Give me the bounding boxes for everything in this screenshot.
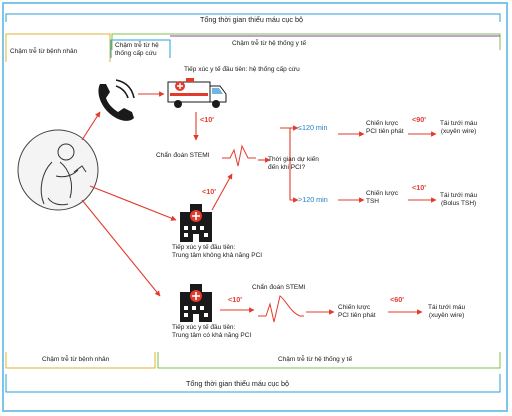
ems-contact-label: Tiếp xúc y tế đầu tiên: hệ thống cấp cứu <box>184 66 300 73</box>
patient-figure <box>17 129 99 211</box>
phone-icon <box>98 79 135 121</box>
hospital-no-pci-icon <box>180 204 212 242</box>
hospital-pci-label: Tiếp xúc y tế đầu tiên: Trung tâm có khả… <box>172 324 252 339</box>
top-system-delay-label: Chậm trễ từ hệ thống y tế <box>232 40 307 47</box>
arrows <box>81 91 437 315</box>
option-slow-label: >120 min <box>298 195 328 204</box>
pci-outcome-label: Tái tưới máu (xuyên wire) <box>440 120 478 135</box>
hospital-pci-icon <box>180 284 212 322</box>
ecg-trace-1 <box>222 144 256 167</box>
pci-time: <90' <box>412 115 426 124</box>
tsh-time: <10' <box>412 183 426 192</box>
ems-time: <10' <box>200 115 214 124</box>
outer-frame <box>2 2 508 412</box>
top-total-ischemia-label: Tổng thời gian thiếu máu cục bộ <box>200 15 304 24</box>
bottom-system-delay-label: Chậm trễ từ hệ thống y tế <box>278 356 353 363</box>
hospital-pci-stemi-label: Chẩn đoán STEMI <box>252 284 306 291</box>
hospital-pci-strategy-label: Chiến lược PCI tiên phát <box>338 304 376 319</box>
hospital-no-pci-label: Tiếp xúc y tế đầu tiên: Trung tâm không … <box>172 244 263 259</box>
pci-strategy-label: Chiến lược PCI tiên phát <box>366 120 404 135</box>
top-ems-delay-label: Chậm trễ từ hệ thống cấp cứu <box>115 42 159 57</box>
tsh-strategy-label: Chiến lược TSH <box>366 190 399 205</box>
tsh-outcome-label: Tái tưới máu (Bolus TSH) <box>440 192 478 207</box>
bottom-brackets <box>5 352 501 393</box>
bottom-total-ischemia-label: Tổng thời gian thiếu máu cục bộ <box>186 379 290 388</box>
ecg-trace-2 <box>258 295 304 323</box>
hospital-pci-outcome-label: Tái tưới máu (xuyên wire) <box>428 304 466 319</box>
top-patient-delay-label: Chậm trễ từ bệnh nhân <box>10 48 78 55</box>
top-brackets <box>5 13 501 62</box>
hospital-pci-time-1: <10' <box>228 295 242 304</box>
decision-question: Thời gian dự kiến đến khi PCI? <box>268 156 319 171</box>
stemi-diagnosis-label: Chẩn đoán STEMI <box>156 152 210 159</box>
option-fast-label: ≤120 min <box>298 123 328 132</box>
ambulance-icon <box>167 78 227 108</box>
hospital-pci-time-2: <60' <box>390 295 404 304</box>
stemi-time: <10' <box>202 187 216 196</box>
bottom-patient-delay-label: Chậm trễ từ bệnh nhân <box>42 356 110 363</box>
